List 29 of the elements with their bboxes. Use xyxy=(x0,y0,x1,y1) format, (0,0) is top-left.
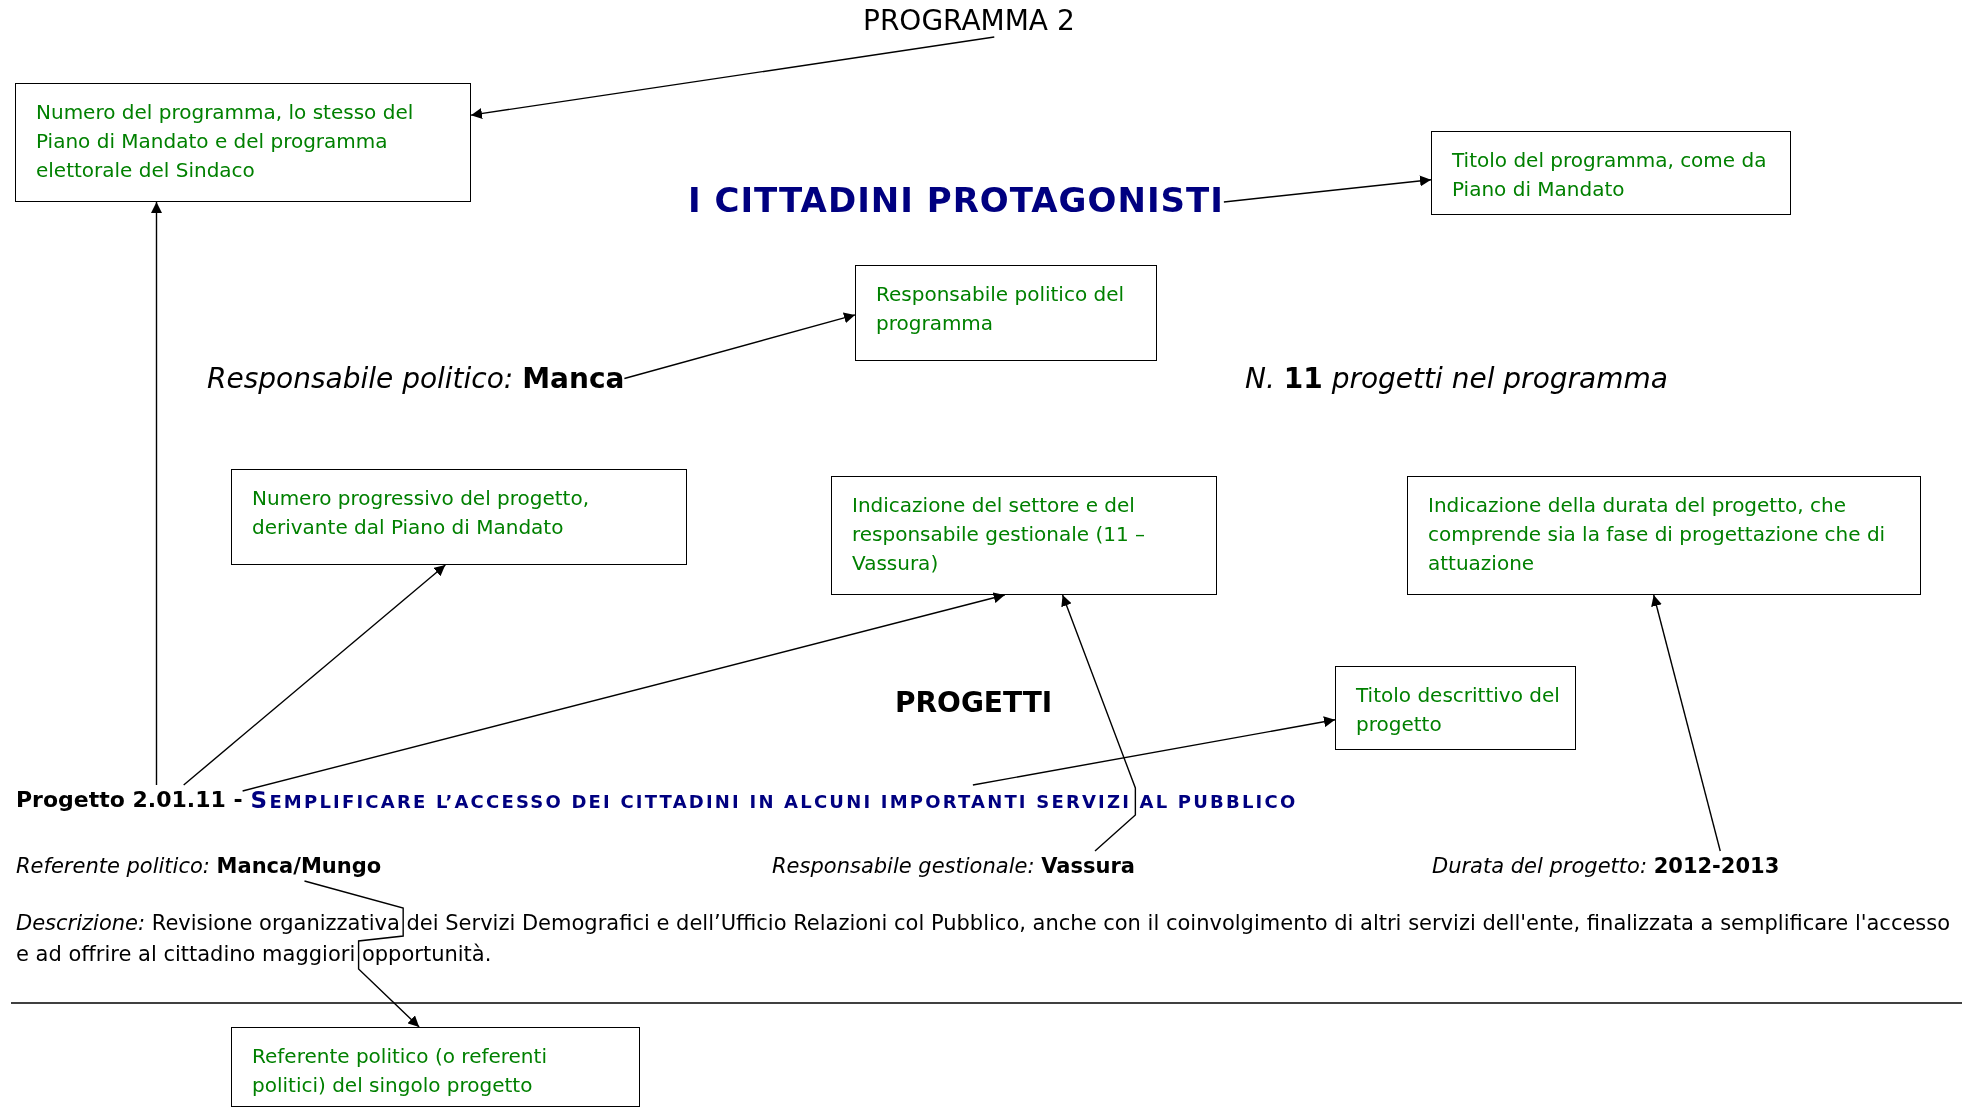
description-text: Descrizione: Revisione organizzativa dei Servizi Demografici e dell’Ufficio Relazioni col Pubblico, anche con il coinvolgimento di altri servizi dell'ente, finalizzata a semplificare l'accesso e ad offrire al cittadino maggiori opportunità. xyxy=(16,910,1952,968)
project-title: SEMPLIFICARE L’ACCESSO DEI CITTADINI IN ALCUNI IMPORTANTI SERVIZI AL PUBBLICO xyxy=(250,785,1298,817)
arrow xyxy=(1061,594,1137,852)
arrow xyxy=(1223,175,1432,203)
duration-text: Durata del progetto: 2012-2013 xyxy=(1432,851,1780,881)
program-number: PROGRAMMA 2 xyxy=(863,4,1075,37)
arrow xyxy=(303,880,420,1028)
arrow xyxy=(470,36,995,119)
note-box: Titolo del programma, come da Piano di Mandato xyxy=(1431,131,1791,215)
responsible-text: Responsabile politico: Manca xyxy=(207,362,625,395)
note-box: Indicazione del settore e del responsabile gestionale (11 – Vassura) xyxy=(831,476,1217,595)
note-box: Numero del programma, lo stesso del Piano di Mandato e del programma elettorale del Sindaco xyxy=(15,83,471,202)
arrow xyxy=(151,201,162,786)
project-count: N. 11 progetti nel programma xyxy=(1245,362,1668,395)
manager-text: Responsabile gestionale: Vassura xyxy=(772,851,1135,881)
arrow xyxy=(972,716,1336,786)
note-box: Responsabile politico del programma xyxy=(855,265,1157,361)
arrow xyxy=(1651,594,1721,852)
arrow xyxy=(241,592,1006,792)
note-box: Indicazione della durata del progetto, che comprende sia la fase di progettazione che di attuazione xyxy=(1407,476,1921,595)
section-heading: PROGETTI xyxy=(895,686,1053,719)
note-box: Titolo descrittivo del progetto xyxy=(1335,666,1576,750)
arrow xyxy=(623,312,856,380)
referent-text: Referente politico: Manca/Mungo xyxy=(16,851,382,881)
arrow xyxy=(183,564,446,786)
note-box: Referente politico (o referenti politici) del singolo progetto xyxy=(231,1027,640,1107)
project-number: Progetto 2.01.11 - xyxy=(16,785,243,815)
program-title: I CITTADINI PROTAGONISTI xyxy=(688,180,1224,220)
note-box: Numero progressivo del progetto, derivante dal Piano di Mandato xyxy=(231,469,687,565)
